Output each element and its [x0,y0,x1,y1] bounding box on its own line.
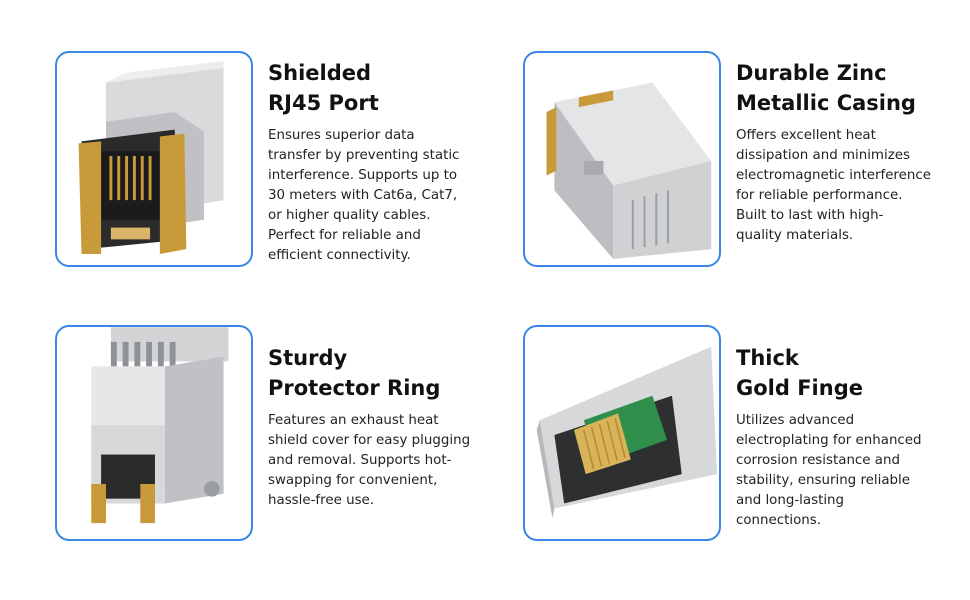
protector-ring-image [55,325,253,541]
feature-title: Durable Zinc Metallic Casing [736,61,916,115]
feature-description: Ensures superior data transfer by preven… [268,128,460,263]
feature-description: Offers excellent heat dissipation and mi… [736,128,931,243]
metal-casing-icon [546,82,712,259]
feature-description: Features an exhaust heat shield cover fo… [268,413,471,508]
protector-ring-icon [91,327,229,524]
feature-title: Thick Gold Finge [736,346,863,400]
feature-title: Shielded RJ45 Port [268,61,379,115]
rj45-port-icon [78,61,224,255]
feature-description: Utilizes advanced electroplating for enh… [736,413,922,528]
gold-finger-icon [536,346,718,519]
metal-casing-image [523,51,721,267]
shielded-port-image [55,51,253,267]
feature-title: Sturdy Protector Ring [268,346,441,400]
gold-finger-image [523,325,721,541]
